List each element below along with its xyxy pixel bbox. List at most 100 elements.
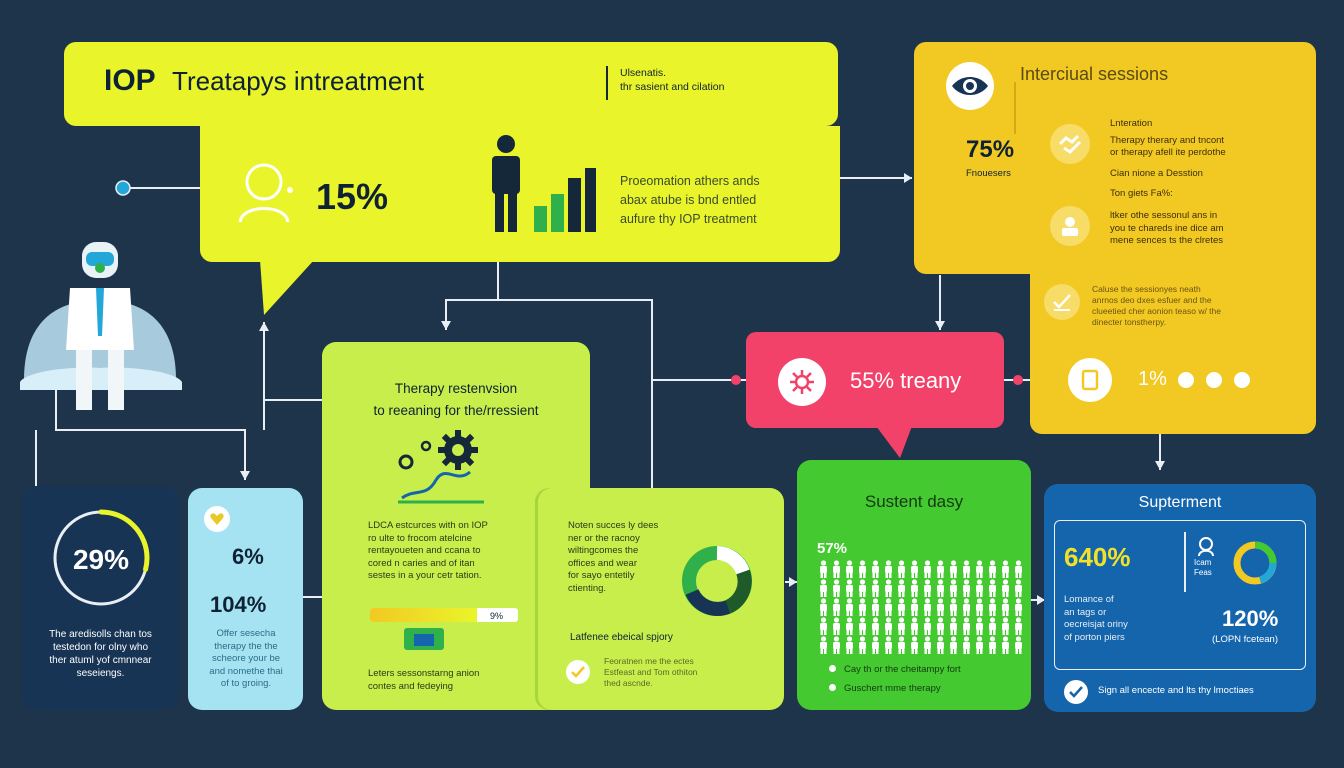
person-figure xyxy=(820,560,827,578)
standing-person-icon xyxy=(486,134,526,239)
indicator-dot-1 xyxy=(1178,371,1195,388)
blue-stat-a: 640% xyxy=(1064,542,1131,572)
person-figure xyxy=(937,617,944,635)
person-figure xyxy=(885,636,892,654)
therapy-progress-label: 9% xyxy=(490,611,504,621)
person-figure xyxy=(963,560,970,578)
person-figure xyxy=(820,598,827,616)
person-figure xyxy=(911,598,918,616)
person-figure xyxy=(924,560,931,578)
person-figure xyxy=(1015,636,1022,654)
notes-card-text: Noten succes ly dees ner or the racnoy w… xyxy=(568,520,659,594)
bar-chart-icon xyxy=(532,166,598,239)
blue-stat-a-text: Lomance of an tags or oecreisjat oriny o… xyxy=(1064,594,1128,643)
cyan-stat-card: 6% 104% Offer sesecha therapy the the sc… xyxy=(188,488,303,710)
person-figure xyxy=(924,636,931,654)
person-figure xyxy=(1002,598,1009,616)
left-stat-ring xyxy=(52,509,150,607)
header-divider xyxy=(606,66,608,100)
person-figure xyxy=(885,617,892,635)
person-figure xyxy=(859,598,866,616)
person-figure xyxy=(950,560,957,578)
person-figure xyxy=(833,617,840,635)
person-figure xyxy=(989,636,996,654)
person-figure xyxy=(976,636,983,654)
right-stat: 75% xyxy=(966,136,1015,163)
person-figure xyxy=(1002,636,1009,654)
person-figure xyxy=(989,579,996,597)
green-card-stat: 57% xyxy=(817,540,848,557)
right-lower-panel: Caluse the sessionyes neath anrnos deo d… xyxy=(1030,272,1316,434)
person-figure xyxy=(989,598,996,616)
person-figure xyxy=(898,617,905,635)
person-figure xyxy=(846,579,853,597)
person-figure xyxy=(911,579,918,597)
person-figure xyxy=(820,579,827,597)
person-figure xyxy=(989,617,996,635)
person-figure xyxy=(976,617,983,635)
donut-label: Latfenee ebeical spjory xyxy=(570,632,673,643)
person-figure xyxy=(976,560,983,578)
person-figure xyxy=(950,636,957,654)
left-stat-arc xyxy=(52,509,150,607)
speech-tail-pink xyxy=(876,426,912,458)
check-circle-icon xyxy=(1064,680,1088,704)
blue-stat-b: 120% xyxy=(1222,606,1279,631)
therapy-text: LDCA estcurces with on IOP ro ulte to fr… xyxy=(368,520,488,581)
cyan-stat-a: 6% xyxy=(232,544,264,569)
person-figure xyxy=(872,636,879,654)
heart-icon xyxy=(204,506,230,532)
person-figure xyxy=(898,579,905,597)
blue-divider xyxy=(1184,532,1186,592)
person-figure xyxy=(833,598,840,616)
person-figure xyxy=(924,617,931,635)
indicator-dot-3 xyxy=(1233,371,1250,388)
person-figure xyxy=(950,579,957,597)
person-figure xyxy=(963,598,970,616)
virus-icon xyxy=(778,358,826,406)
person-figure xyxy=(1015,560,1022,578)
right-sessions-panel: Interciual sessions 75% Fnouesers Lntera… xyxy=(914,42,1316,274)
person-figure xyxy=(1002,579,1009,597)
indicator-dot-2 xyxy=(1206,371,1223,388)
person-figure xyxy=(911,560,918,578)
title-prefix: IOP xyxy=(104,64,156,97)
person-figure xyxy=(963,617,970,635)
top-stat-percent: 15% xyxy=(316,176,389,217)
person-figure xyxy=(885,579,892,597)
person-figure xyxy=(937,636,944,654)
person-figure xyxy=(937,598,944,616)
notes-card: Noten succes ly dees ner or the racnoy w… xyxy=(538,488,784,710)
person-figure xyxy=(885,560,892,578)
person-badge-icon xyxy=(1050,206,1090,246)
speech-tail-top xyxy=(260,260,314,315)
person-figure xyxy=(976,579,983,597)
right-title-divider xyxy=(1014,82,1016,134)
tablet-icon xyxy=(1068,358,1112,402)
green-card-title: Sustent dasy xyxy=(864,492,964,511)
tablet-small-icon xyxy=(404,628,444,650)
person-figure xyxy=(1015,579,1022,597)
person-figure xyxy=(820,636,827,654)
blue-card-title: Supterment xyxy=(1138,494,1222,511)
pink-stat-box: 55% treany xyxy=(746,332,1004,428)
person-figure xyxy=(859,579,866,597)
header-side-note: Ulsenatis. thr sasient and cilation xyxy=(620,67,725,93)
blue-support-card: Supterment 640% Lomance of an tags or oe… xyxy=(1044,484,1316,712)
right-block2: ltker othe sessonul ans in you te chared… xyxy=(1110,210,1224,246)
page-title: Treatapys intreatment xyxy=(172,66,424,96)
person-figure xyxy=(872,598,879,616)
person-figure xyxy=(989,560,996,578)
person-figure xyxy=(898,636,905,654)
right-block1: Lnteration Therapy therary and tncont or… xyxy=(1110,118,1226,199)
person-figure xyxy=(1015,617,1022,635)
top-stat-panel: 15% Proeomation athers ands abax atube i… xyxy=(200,126,840,262)
right-panel-title: Interciual sessions xyxy=(1020,64,1169,84)
people-icon xyxy=(817,560,1025,655)
left-card-text: The aredisolls chan tos testedon for oln… xyxy=(49,629,152,679)
person-figure xyxy=(833,579,840,597)
pink-stat-label: 55% treany xyxy=(850,368,962,393)
notes-check-text: Feoratnen me the ectes Estfeast and Tom … xyxy=(604,656,698,688)
person-figure xyxy=(859,560,866,578)
blue-mini-label: Icam Feas xyxy=(1194,558,1212,577)
